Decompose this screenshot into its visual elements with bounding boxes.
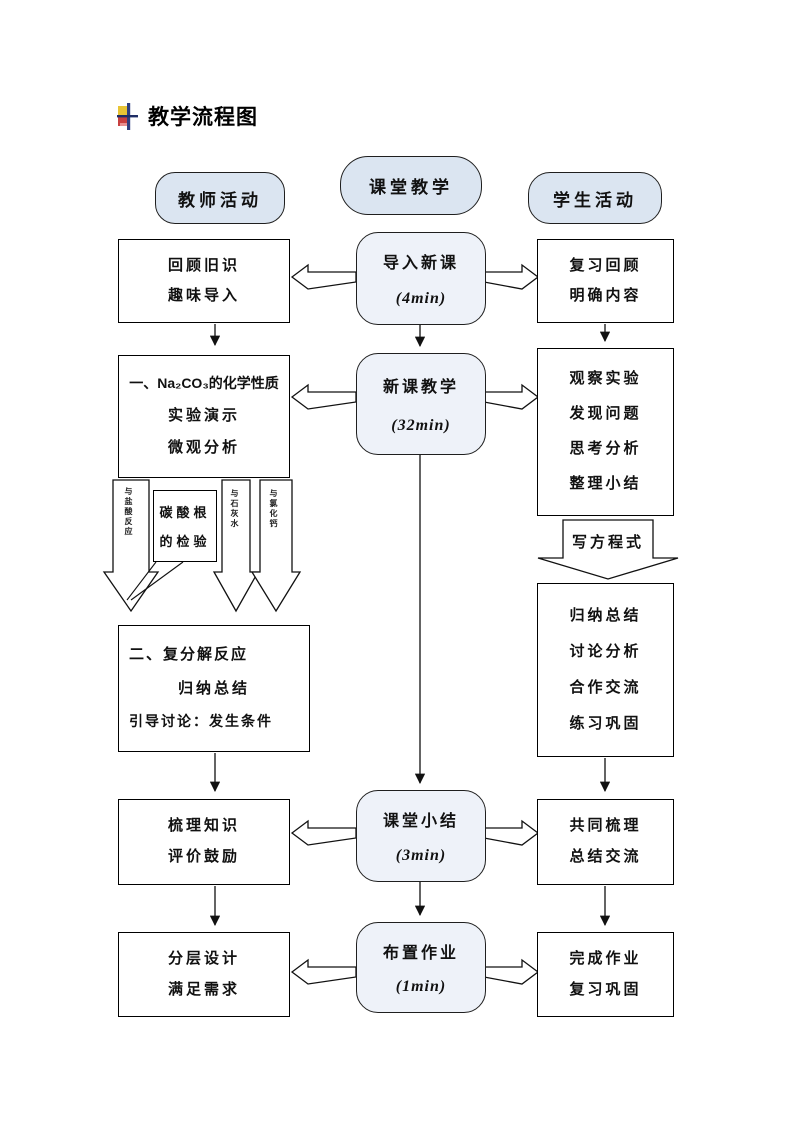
header-student-activity: 学生活动 <box>528 172 662 224</box>
student-box-line: 观察实验 <box>569 370 642 388</box>
student-box-line: 共同梳理 <box>569 817 642 835</box>
teacher-box-line: 微观分析 <box>167 439 240 457</box>
teacher-box-line: 评价鼓励 <box>167 848 240 866</box>
block-arrow-right-row1 <box>483 263 540 290</box>
down-arrow-label-3: 与氯化钙 <box>269 489 278 529</box>
student-box-observe: 观察实验 发现问题 思考分析 整理小结 <box>537 348 674 516</box>
student-box-line: 归纳总结 <box>569 606 642 624</box>
student-box-line: 复习巩固 <box>569 980 642 998</box>
block-arrow-right-row2 <box>483 383 540 410</box>
teacher-box-line: 实验演示 <box>167 406 240 424</box>
carbonate-test-line: 碳酸根 <box>159 504 211 520</box>
center-node-label: 导入新课 <box>382 255 459 273</box>
center-node-label: 课堂小结 <box>382 813 459 830</box>
student-box-line: 合作交流 <box>569 678 642 696</box>
teacher-box-line: 二、复分解反应 <box>129 646 249 664</box>
teacher-box-na2co3: 一、Na₂CO₃的化学性质 实验演示 微观分析 <box>118 355 290 478</box>
teacher-box-line: 满足需求 <box>167 980 240 998</box>
center-node-duration: (3min) <box>395 847 447 864</box>
down-arrow-label-2: 与石灰水 <box>230 489 239 529</box>
teacher-box-layered-design: 分层设计 满足需求 <box>118 932 290 1017</box>
center-node-summary: 课堂小结 (3min) <box>356 790 486 882</box>
student-box-line: 明确内容 <box>569 286 642 304</box>
student-box-joint-review: 共同梳理 总结交流 <box>537 799 674 885</box>
carbonate-test-label: 碳酸根 的检验 <box>153 490 217 562</box>
callout-line-2 <box>130 561 184 601</box>
header-classroom-label: 课堂教学 <box>369 178 453 197</box>
center-node-homework: 布置作业 (1min) <box>356 922 486 1013</box>
teacher-box-line: 回顾旧识 <box>167 256 240 274</box>
center-node-label: 布置作业 <box>382 944 459 962</box>
down-arrow-label-1: 与盐酸反应 <box>124 487 133 537</box>
teacher-box-line: 归纳总结 <box>177 679 250 697</box>
page-title: 教学流程图 <box>148 106 258 129</box>
teacher-box-line: 分层设计 <box>167 950 240 967</box>
student-box-summarize: 归纳总结 讨论分析 合作交流 练习巩固 <box>537 583 674 757</box>
carbonate-test-line: 的检验 <box>159 534 211 550</box>
student-box-line: 总结交流 <box>569 848 642 866</box>
center-node-duration: (4min) <box>395 289 447 307</box>
block-arrow-right-row4 <box>483 958 540 985</box>
block-arrow-right-row3 <box>483 819 540 846</box>
student-box-line: 发现问题 <box>569 405 642 423</box>
block-arrow-left-row1 <box>290 263 357 290</box>
student-box-line: 完成作业 <box>569 950 642 967</box>
student-box-line: 讨论分析 <box>569 642 642 660</box>
student-box-review: 复习回顾 明确内容 <box>537 239 674 323</box>
title-bullet-icon <box>117 102 138 130</box>
student-box-line: 整理小结 <box>569 475 642 493</box>
block-arrow-left-row3 <box>290 819 357 846</box>
student-box-homework: 完成作业 复习巩固 <box>537 932 674 1017</box>
teacher-box-line: 一、Na₂CO₃的化学性质 <box>129 375 279 392</box>
student-box-line: 练习巩固 <box>569 714 642 732</box>
teacher-box-line: 梳理知识 <box>167 817 240 835</box>
write-equation-label: 写方程式 <box>571 534 644 551</box>
center-node-lead-in: 导入新课 (4min) <box>356 232 486 325</box>
teacher-box-line: 趣味导入 <box>167 286 240 304</box>
teacher-box-organize: 梳理知识 评价鼓励 <box>118 799 290 885</box>
block-arrow-left-row4 <box>290 958 357 985</box>
block-arrow-left-row2 <box>290 383 357 410</box>
student-box-line: 复习回顾 <box>569 256 642 274</box>
header-teacher-label: 教师活动 <box>178 190 262 210</box>
center-node-duration: (1min) <box>395 978 447 996</box>
title-row: 教学流程图 <box>117 101 258 131</box>
header-teacher-activity: 教师活动 <box>155 172 285 224</box>
teacher-box-review: 回顾旧识 趣味导入 <box>118 239 290 323</box>
center-node-duration: (32min) <box>391 416 451 434</box>
header-student-label: 学生活动 <box>553 190 637 210</box>
teacher-box-line: 引导讨论：发生条件 <box>129 713 273 730</box>
teacher-box-metathesis: 二、复分解反应 归纳总结 引导讨论：发生条件 <box>118 625 310 752</box>
center-node-new-lesson: 新课教学 (32min) <box>356 353 486 455</box>
header-classroom-teaching: 课堂教学 <box>340 156 482 215</box>
callout-lines <box>126 561 184 601</box>
center-node-label: 新课教学 <box>382 379 459 397</box>
student-box-line: 思考分析 <box>569 440 642 458</box>
